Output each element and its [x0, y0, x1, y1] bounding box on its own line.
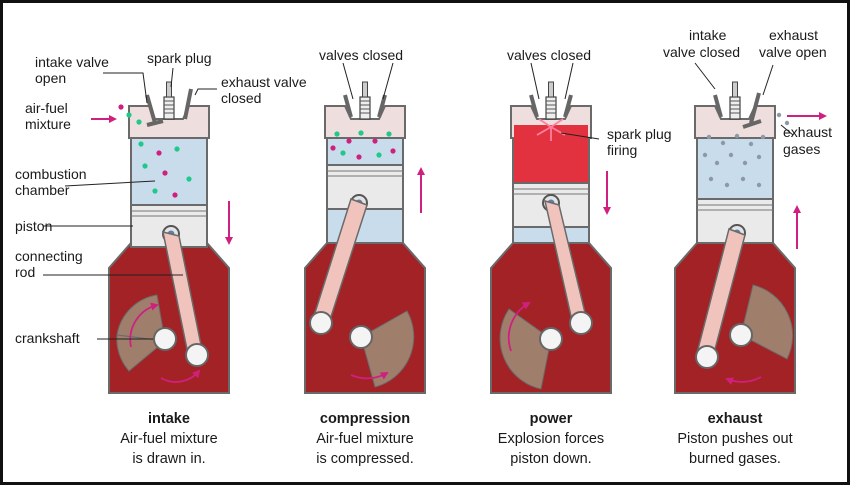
caption-compression-line-1: Air-fuel mixture: [316, 431, 414, 447]
caption-intake-line-2: is drawn in.: [132, 451, 205, 467]
caption-exhaust: exhaust Piston pushes out burned gases.: [677, 411, 792, 467]
caption-power: power Explosion forces piston down.: [498, 411, 604, 467]
caption-intake: intake Air-fuel mixture is drawn in.: [120, 411, 218, 467]
caption-power-line-2: piston down.: [510, 451, 591, 467]
air-fuel-dots: [118, 104, 192, 198]
engine-compression: [304, 81, 426, 394]
caption-intake-title: intake: [148, 411, 190, 427]
crank-disc: [360, 310, 415, 388]
engine-power: [490, 81, 612, 394]
label-valves-closed-compression: valves closed: [319, 47, 403, 63]
spark-plug: [545, 81, 557, 120]
spark-plug: [729, 81, 741, 120]
caption-compression-title: compression: [320, 411, 410, 427]
crank-disc: [740, 284, 794, 360]
crank-disc: [499, 308, 552, 390]
caption-exhaust-line-2: burned gases.: [689, 451, 781, 467]
label-crankshaft: crankshaft: [15, 330, 80, 346]
caption-exhaust-line-1: Piston pushes out: [677, 431, 792, 447]
caption-compression-line-2: is compressed.: [316, 451, 414, 467]
caption-power-line-1: Explosion forces: [498, 431, 604, 447]
spark-plug: [163, 81, 175, 120]
engine-intake: [108, 81, 233, 394]
caption-exhaust-title: exhaust: [708, 411, 763, 427]
spark-burst: [536, 118, 566, 141]
intake-valve: [145, 94, 164, 127]
engine-exhaust: [674, 81, 801, 394]
label-valves-closed-power: valves closed: [507, 47, 591, 63]
caption-intake-line-1: Air-fuel mixture: [120, 431, 218, 447]
caption-compression: compression Air-fuel mixture is compress…: [316, 411, 414, 467]
caption-power-title: power: [530, 411, 573, 427]
leader-lines: [43, 62, 794, 340]
exhaust-valve: [742, 92, 762, 129]
crankshaft-journal: [153, 327, 177, 351]
label-piston: piston: [15, 218, 52, 234]
exhaust-valve: [183, 88, 193, 120]
rotation-arrow: [129, 302, 159, 348]
crank-pin: [185, 343, 209, 367]
label-spark-plug: spark plug: [147, 50, 212, 66]
spark-plug: [359, 81, 371, 120]
compressed-mixture-dots: [330, 130, 396, 160]
exhaust-gas-dots: [702, 112, 790, 188]
